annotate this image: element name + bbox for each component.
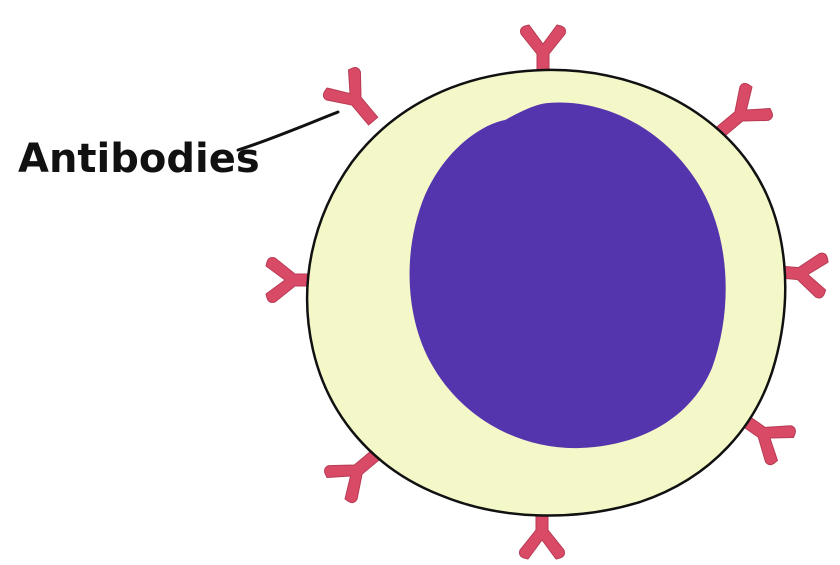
antibody-icon — [321, 65, 391, 136]
antibodies-label: Antibodies — [18, 136, 260, 182]
